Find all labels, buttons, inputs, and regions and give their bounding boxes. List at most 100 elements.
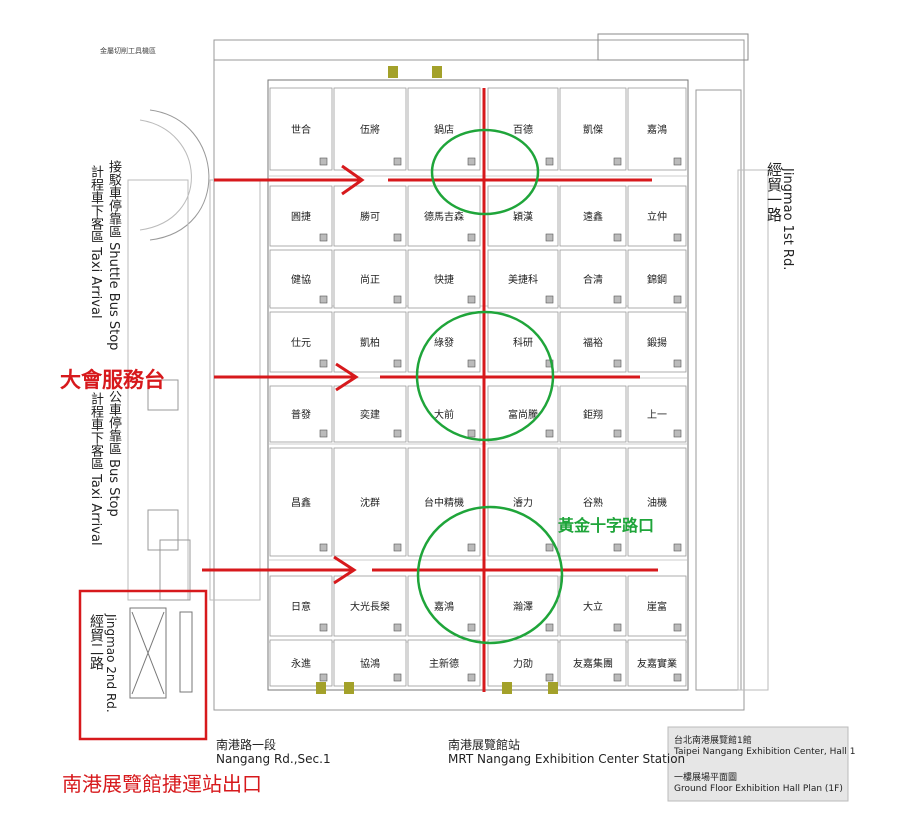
- shuttle-bus-stop-label: 接駁車停靠區 Shuttle Bus Stop: [106, 160, 121, 351]
- booth-block: 瀚澤: [487, 575, 559, 637]
- booth-block: 大立: [559, 575, 627, 637]
- service-desk-label: 大會服務台: [60, 368, 165, 392]
- right-road-en: Jingmao 1st Rd.: [780, 168, 795, 271]
- booth-name: 凱傑: [583, 124, 603, 136]
- booth-column-marker: [393, 359, 402, 368]
- left-road-en: Jingmao 2nd Rd.: [104, 614, 118, 713]
- booth-column-marker: [613, 359, 622, 368]
- mrt-station-zh: 南港展覽館站: [448, 738, 521, 752]
- booth-block: 仕元: [269, 311, 333, 373]
- entrance-marker: [388, 66, 398, 78]
- booth-block: 世合: [269, 87, 333, 171]
- taxi-arrival-label-1: 計程車下客區 Taxi Arrival: [88, 165, 103, 319]
- booth-column-marker: [673, 673, 682, 682]
- booth-column-marker: [613, 673, 622, 682]
- booth-name: 圓捷: [291, 210, 311, 223]
- booth-name: 沈群: [360, 496, 380, 509]
- nangang-road-en: Nangang Rd.,Sec.1: [216, 752, 331, 766]
- booth-block: 台中精機: [407, 447, 481, 557]
- booth-name: 錦鋼: [647, 273, 667, 286]
- direction-arrows: [202, 164, 365, 585]
- booth-column-marker: [613, 233, 622, 242]
- entrance-marker: [548, 682, 558, 694]
- booth-name: 主新德: [429, 657, 459, 670]
- booth-column-marker: [545, 295, 554, 304]
- booth-column-marker: [393, 623, 402, 632]
- booth-column-marker: [319, 623, 328, 632]
- booth-name: 穎漢: [513, 210, 533, 223]
- mrt-exit-box: [78, 589, 208, 741]
- booth-column-marker: [467, 157, 476, 166]
- booth-block: 凱傑: [559, 87, 627, 171]
- booth-name: 崖富: [647, 600, 667, 613]
- booth-block: 谷熟: [559, 447, 627, 557]
- mrt-exit-label: 南港展覽館捷運站出口: [62, 772, 262, 796]
- booth-name: 合清: [583, 273, 603, 286]
- booth-column-marker: [613, 623, 622, 632]
- booth-column-marker: [613, 295, 622, 304]
- booth-block: 鍛揚: [627, 311, 687, 373]
- booth-block: 快捷: [407, 249, 481, 309]
- booth-block: 富尚騰: [487, 385, 559, 443]
- booth-name: 科研: [513, 336, 533, 349]
- legend-box: [667, 726, 849, 802]
- booth-block: 立仲: [627, 185, 687, 247]
- circle-top: [430, 128, 540, 216]
- booth-column-marker: [467, 233, 476, 242]
- booth-column-marker: [393, 157, 402, 166]
- booth-name: 友嘉集團: [573, 657, 613, 670]
- top-section-label: 金屬切削工具機區: [100, 47, 156, 55]
- booth-block: 科研: [487, 311, 559, 373]
- booth-column-marker: [393, 673, 402, 682]
- booth-name: 昌鑫: [291, 496, 311, 509]
- booth-block: 德馬吉森: [407, 185, 481, 247]
- booth-column-marker: [673, 157, 682, 166]
- booth-block: 錦鋼: [627, 249, 687, 309]
- booth-name: 世合: [291, 123, 311, 136]
- booth-column-marker: [467, 623, 476, 632]
- taxi-arrival-label-2: 計程車下客區 Taxi Arrival: [88, 392, 103, 546]
- booth-name: 瀚澤: [513, 600, 533, 613]
- booth-block: 油機: [627, 447, 687, 557]
- booth-block: 永進: [269, 639, 333, 687]
- booth-block: 遠鑫: [559, 185, 627, 247]
- booth-block: 勝可: [333, 185, 407, 247]
- booth-column-marker: [467, 543, 476, 552]
- legend-line-2: Taipei Nangang Exhibition Center, Hall 1: [674, 747, 856, 757]
- left-road-zh: 經貿二路: [88, 614, 104, 670]
- circle-bottom: [416, 505, 564, 645]
- booth-block: 嘉鴻: [627, 87, 687, 171]
- booth-name: 力劭: [513, 657, 533, 670]
- booth-column-marker: [393, 233, 402, 242]
- booth-column-marker: [613, 429, 622, 438]
- booth-name: 大前: [434, 408, 454, 421]
- booth-block: 尚正: [333, 249, 407, 309]
- booth-name: 上一: [647, 409, 667, 421]
- booth-column-marker: [319, 543, 328, 552]
- booth-name: 谷熟: [583, 496, 603, 509]
- booth-block: 友嘉實業: [627, 639, 687, 687]
- booth-name: 遠鑫: [583, 210, 603, 223]
- booth-block: 沈群: [333, 447, 407, 557]
- booth-column-marker: [467, 295, 476, 304]
- booth-block: 普發: [269, 385, 333, 443]
- booth-name: 日意: [291, 600, 311, 613]
- legend-line-4: Ground Floor Exhibition Hall Plan (1F): [674, 784, 843, 794]
- booth-name: 富尚騰: [508, 408, 538, 421]
- booth-block: 健協: [269, 249, 333, 309]
- booth-name: 協鴻: [360, 657, 380, 670]
- entrance-marker: [432, 66, 442, 78]
- booth-column-marker: [545, 543, 554, 552]
- booth-block: 鉅翔: [559, 385, 627, 443]
- booth-name: 永進: [291, 657, 311, 670]
- mrt-station-en: MRT Nangang Exhibition Center Station: [448, 752, 686, 766]
- booth-name: 大立: [583, 600, 603, 613]
- booth-column-marker: [467, 429, 476, 438]
- booth-name: 百德: [513, 123, 533, 136]
- booth-name: 鍋店: [434, 123, 454, 136]
- golden-cross-label: 黃金十字路口: [558, 516, 655, 535]
- booth-block: 伍將: [333, 87, 407, 171]
- entrance-marker: [502, 682, 512, 694]
- booth-column-marker: [545, 429, 554, 438]
